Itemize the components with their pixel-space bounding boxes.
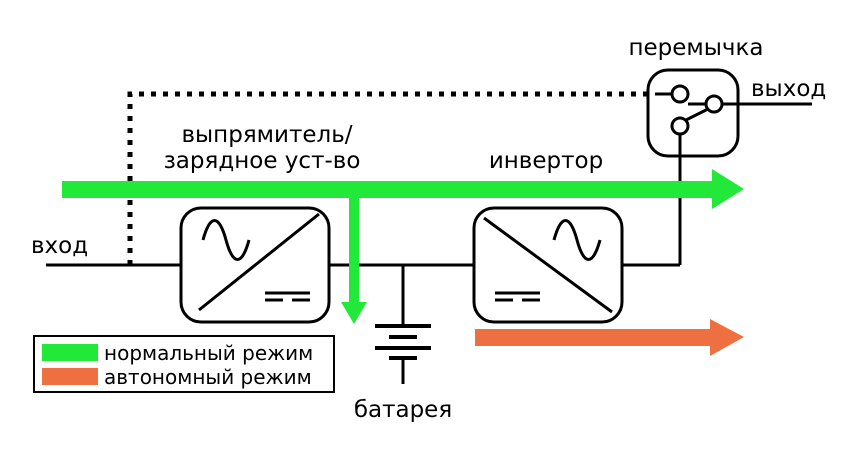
sine-wave-icon: [552, 219, 602, 261]
rectifier-block: [179, 206, 331, 324]
output-label: выход: [751, 76, 826, 102]
bypass-switch-icon: [646, 68, 740, 158]
rectifier-label-line2: зарядное уст-во: [164, 148, 361, 174]
bypass-switch-label: перемычка: [628, 35, 763, 61]
battery-label: батарея: [354, 397, 452, 423]
sine-wave-icon: [201, 219, 251, 261]
legend-swatch-battery: [42, 368, 98, 385]
dc-symbol-icon: [495, 291, 540, 302]
inverter-block: [472, 206, 624, 324]
rectifier-label-line1: выпрямитель/: [181, 122, 352, 148]
input-label: вход: [31, 233, 88, 259]
legend-label-normal: нормальный режим: [104, 341, 313, 365]
normal-mode-flow: [62, 169, 744, 324]
bypass-line: [127, 91, 648, 265]
legend-swatch-normal: [42, 344, 98, 361]
inverter-label: инвертор: [489, 148, 603, 174]
legend: нормальный режим автономный режим: [33, 335, 335, 393]
legend-label-battery: автономный режим: [104, 365, 312, 389]
battery-icon: [375, 324, 431, 360]
battery-mode-flow: [475, 319, 744, 356]
dc-symbol-icon: [265, 291, 310, 302]
